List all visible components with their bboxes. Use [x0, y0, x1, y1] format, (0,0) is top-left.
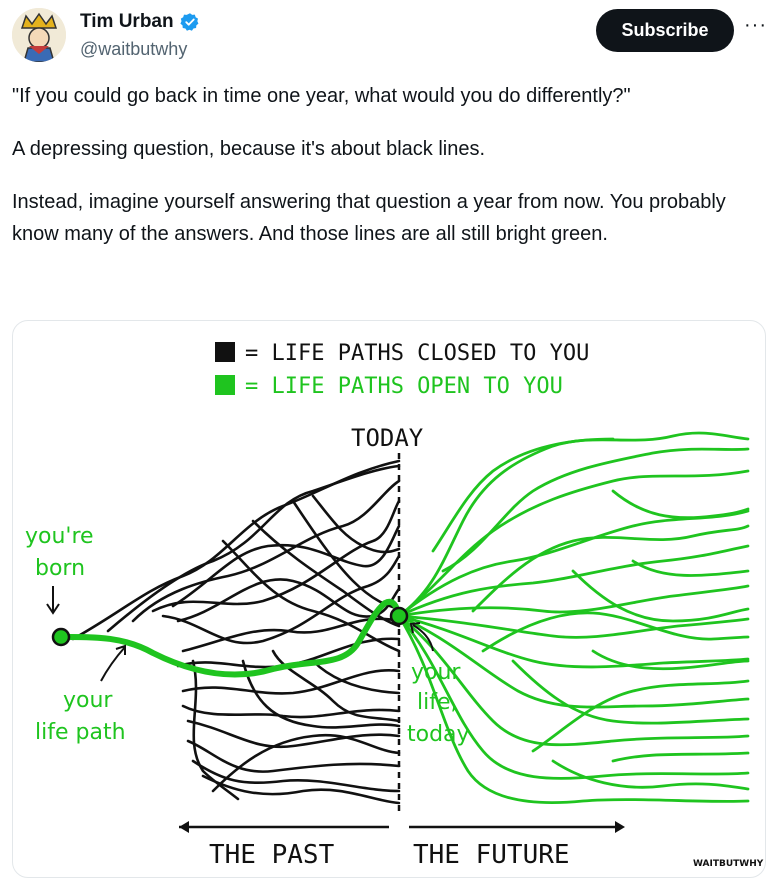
- born-label: you're: [25, 524, 94, 549]
- today-path-label: life,: [417, 690, 458, 715]
- more-options-icon[interactable]: ···: [744, 14, 767, 36]
- today-dot: [389, 606, 409, 626]
- past-label: THE PAST: [209, 840, 335, 870]
- tweet-media[interactable]: = LIFE PATHS CLOSED TO YOU = LIFE PATHS …: [12, 320, 766, 878]
- author-name[interactable]: Tim Urban: [80, 11, 174, 32]
- today-arrow-icon: [409, 622, 434, 652]
- life-paths-illustration: = LIFE PATHS CLOSED TO YOU = LIFE PATHS …: [25, 341, 764, 870]
- verified-badge-icon: [180, 13, 199, 31]
- past-arrowhead-icon: [179, 821, 189, 833]
- born-label: born: [35, 556, 85, 581]
- closed-paths: [71, 459, 401, 805]
- king-card-avatar-icon: [12, 8, 66, 62]
- tweet-paragraph: A depressing question, because it's abou…: [12, 138, 486, 160]
- future-arrowhead-icon: [615, 821, 625, 833]
- path-label: life path: [35, 720, 126, 745]
- future-label: THE FUTURE: [413, 840, 570, 870]
- tweet-paragraph: Instead, imagine yourself answering that…: [12, 191, 726, 245]
- tweet-text: "If you could go back in time one year, …: [12, 80, 756, 271]
- legend-open-label: = LIFE PATHS OPEN TO YOU: [245, 374, 563, 399]
- today-path-label: today: [407, 722, 470, 747]
- today-label: TODAY: [351, 424, 424, 452]
- your-life-path-line: [58, 598, 402, 678]
- watermark: WAITBUTWHY: [693, 859, 764, 869]
- born-arrow-icon: [46, 586, 60, 615]
- author-handle[interactable]: @waitbutwhy: [80, 39, 188, 59]
- author-name-row[interactable]: Tim Urban: [80, 11, 200, 33]
- legend-closed-label: = LIFE PATHS CLOSED TO YOU: [245, 341, 589, 366]
- path-arrow-icon: [100, 644, 126, 682]
- legend-closed-swatch: [215, 342, 235, 362]
- subscribe-button[interactable]: Subscribe: [596, 9, 734, 52]
- birth-dot: [51, 627, 71, 647]
- open-paths: [397, 431, 750, 805]
- tweet-paragraph: "If you could go back in time one year, …: [12, 85, 631, 107]
- today-path-label: your: [411, 660, 461, 685]
- path-label: your: [63, 688, 113, 713]
- avatar[interactable]: [12, 8, 66, 62]
- legend-open-swatch: [215, 375, 235, 395]
